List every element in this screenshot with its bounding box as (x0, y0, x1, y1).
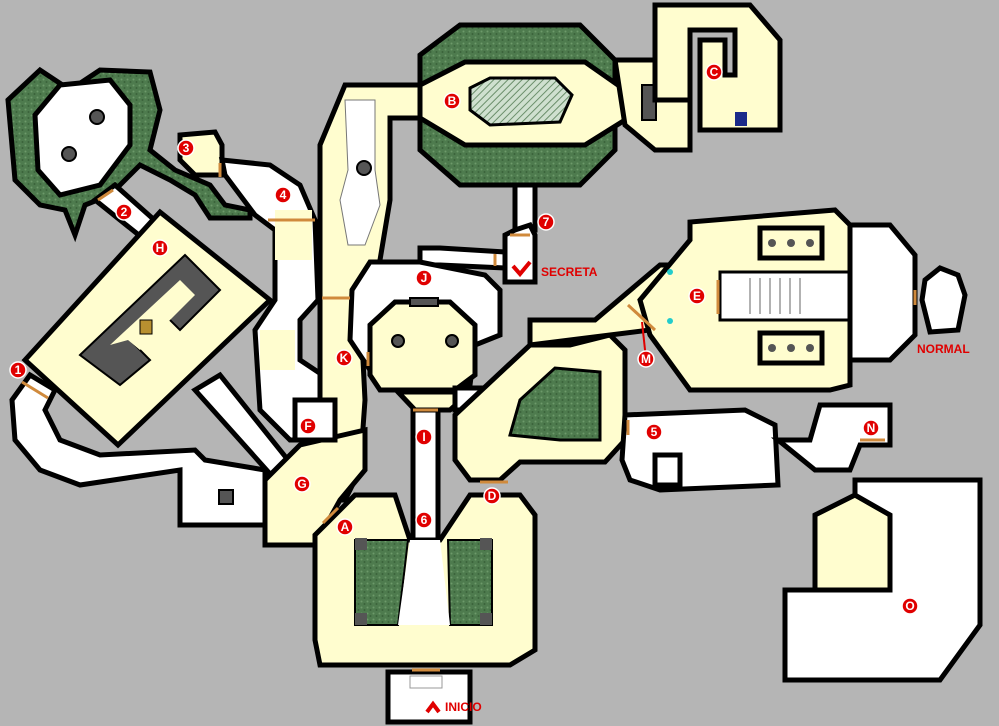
svg-text:O: O (905, 599, 914, 613)
marker-n: N (862, 419, 880, 437)
area-diamond-h (21, 208, 274, 449)
marker-7: 7 (537, 213, 555, 231)
key-icon (139, 319, 153, 335)
svg-text:D: D (488, 489, 497, 503)
marker-m: M (637, 321, 655, 368)
svg-text:K: K (340, 351, 349, 365)
svg-text:F: F (304, 419, 311, 433)
room-e (637, 207, 853, 393)
svg-text:C: C (710, 65, 719, 79)
svg-text:5: 5 (651, 425, 658, 439)
area-courtyard-b (417, 22, 628, 188)
area-cave-top-left (5, 66, 253, 243)
marker-3: 3 (177, 139, 195, 157)
room-o (782, 477, 983, 683)
room-f (292, 397, 338, 443)
svg-text:N: N (867, 421, 876, 435)
room-start-courtyard (312, 492, 538, 668)
svg-text:A: A (341, 520, 350, 534)
room-normal-exit (919, 265, 968, 335)
room-green-middle (452, 332, 628, 483)
svg-text:I: I (422, 430, 425, 444)
key-blue-icon (735, 112, 747, 126)
svg-text:M: M (641, 352, 651, 366)
marker-1: 1 (9, 361, 27, 379)
room-5 (619, 407, 781, 493)
svg-text:B: B (448, 94, 457, 108)
secret-exit-icon (511, 260, 532, 278)
marker-c: C (705, 63, 723, 81)
label-secret-exit: SECRETA (541, 265, 598, 279)
marker-6: 6 (415, 511, 433, 529)
marker-a: A (336, 518, 354, 536)
marker-f: F (299, 417, 317, 435)
svg-text:6: 6 (421, 513, 428, 527)
svg-text:1: 1 (15, 363, 22, 377)
svg-text:7: 7 (543, 215, 550, 229)
svg-text:E: E (693, 289, 701, 303)
svg-text:G: G (297, 477, 306, 491)
doors (21, 163, 917, 672)
svg-text:3: 3 (183, 141, 190, 155)
label-normal-exit: NORMAL (917, 342, 970, 356)
svg-text:J: J (421, 271, 428, 285)
marker-b: B (443, 92, 461, 110)
marker-o: O (901, 597, 919, 615)
marker-4: 4 (274, 186, 292, 204)
marker-g: G (293, 475, 311, 493)
svg-text:4: 4 (280, 188, 287, 202)
room-start (385, 669, 473, 725)
marker-i: I (415, 428, 433, 446)
marker-k: K (335, 349, 353, 367)
marker-j: J (415, 269, 433, 287)
marker-d: D (483, 487, 501, 505)
svg-text:2: 2 (121, 205, 128, 219)
marker-2: 2 (115, 203, 133, 221)
start-arrow-icon (425, 700, 441, 714)
marker-e: E (688, 287, 706, 305)
svg-text:H: H (156, 241, 165, 255)
room-east-wing (847, 222, 918, 363)
marker-5: 5 (645, 423, 663, 441)
marker-h: H (151, 239, 169, 257)
label-start: INICIO (445, 700, 482, 714)
corridor-n (770, 402, 893, 473)
